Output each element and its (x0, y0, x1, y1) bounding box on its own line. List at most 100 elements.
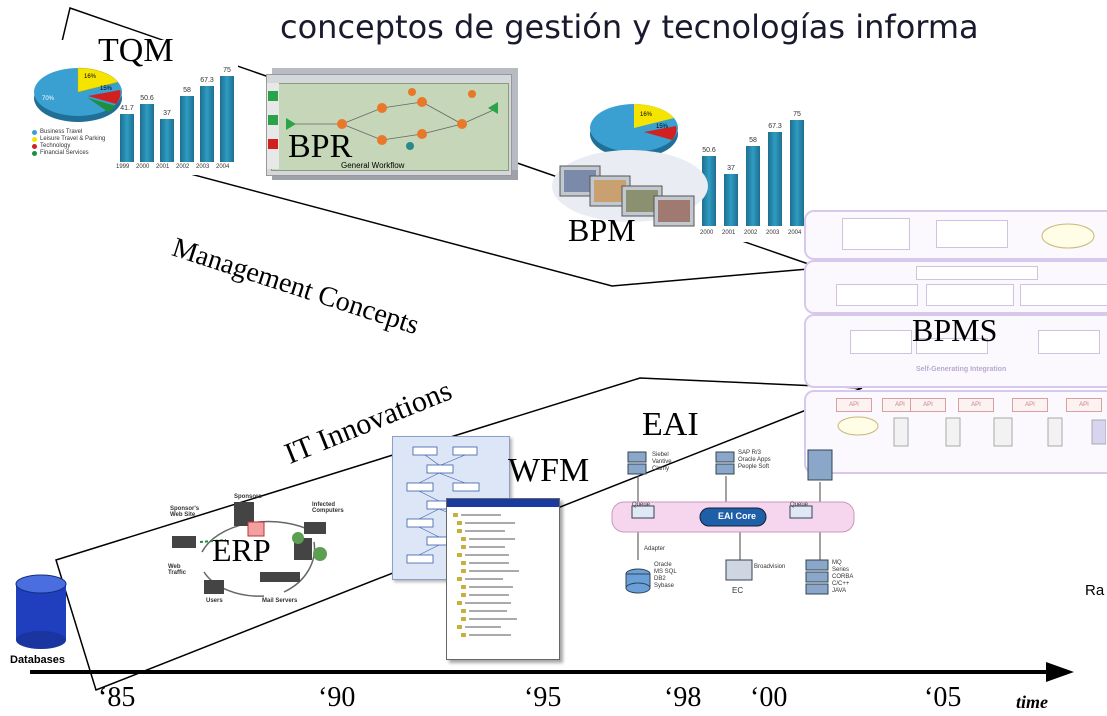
legend-item: Financial Services (40, 150, 89, 156)
legend-dot (32, 129, 37, 135)
tqm-legend: Business Travel Leisure Travel & Parking… (32, 128, 105, 157)
bar (180, 96, 194, 162)
right-fragment: Ra (1085, 582, 1105, 599)
db-item: Sybase (654, 583, 675, 589)
pie-label-1: 16% (84, 74, 97, 80)
x-tick: 2003 (196, 164, 210, 170)
app-list: Siebel Vantive Clarify (652, 452, 672, 473)
pie-label-2: 15% (100, 86, 113, 92)
legend-item: Leisure Travel & Parking (40, 136, 106, 142)
x-tick: 1999 (116, 164, 130, 170)
bpr-label: BPR (288, 128, 353, 165)
app-item: Siebel (652, 452, 669, 458)
x-tick: 2001 (722, 230, 736, 236)
api-box: API (836, 398, 872, 412)
x-tick: 2004 (788, 230, 802, 236)
pie-label-1: 16% (640, 112, 653, 118)
app-item: People Soft (738, 464, 770, 470)
bar-value: 37 (727, 165, 735, 172)
legend-dot (32, 136, 37, 142)
app-item: SAP R/3 (738, 450, 761, 456)
db-item: Oracle (654, 562, 672, 568)
cloud-icon (1041, 223, 1095, 249)
mq-item: C/C++ (832, 581, 850, 587)
bpm-pie: 16% 15% (590, 104, 678, 158)
pie-label-2: 15% (656, 124, 669, 130)
app-item: Clarify (652, 466, 670, 472)
bar (220, 76, 234, 162)
bpms-architecture: Self-Generating Integration API API API … (804, 206, 1107, 588)
api-box: API (958, 398, 994, 412)
tqm-chart: 16% 15% 70% Business Travel Leisure Trav… (28, 40, 238, 175)
bar-value: 75 (223, 67, 231, 74)
wfm-tree-window (446, 498, 560, 660)
node-label: Users (206, 598, 223, 604)
bar (768, 132, 782, 226)
window-titlebar (447, 499, 559, 507)
app-item: Vantive (652, 459, 672, 465)
timeline-tick: ‘98 (664, 682, 702, 713)
interface-layer (804, 210, 1107, 260)
erp-diagram: Sponsor's Web Site Sponsors Infected Com… (164, 492, 364, 610)
layer-box (916, 266, 1038, 280)
legend-dot (32, 150, 37, 156)
layer-box (916, 338, 988, 354)
bar-value: 50.6 (140, 95, 154, 102)
layer-box (1020, 284, 1107, 306)
tqm-label: TQM (98, 32, 174, 69)
legend-item: Technology (40, 143, 71, 149)
bar (746, 146, 760, 226)
x-tick: 2000 (136, 164, 150, 170)
tqm-pie: 16% 15% 70% (34, 67, 122, 122)
business-rules-layer: Self-Generating Integration (804, 314, 1107, 388)
tree-list (453, 513, 519, 637)
layer-box (842, 218, 910, 250)
bar-value: 37 (163, 110, 171, 117)
api-box: API (1066, 398, 1102, 412)
x-tick: 2000 (700, 230, 714, 236)
timeline-tick: ‘95 (524, 682, 562, 713)
node-label: Infected Computers (312, 502, 344, 514)
adapter-label: Adapter (644, 546, 666, 552)
integration-caption: Self-Generating Integration (916, 366, 1007, 373)
node-label: Mail Servers (262, 598, 298, 604)
node-label: Web Traffic (168, 564, 187, 576)
bpr-workflow: General Workflow (266, 74, 512, 176)
queue-label: Queue (790, 502, 809, 508)
legend-item: Business Travel (40, 129, 83, 135)
timeline-tick: ‘05 (924, 682, 962, 713)
flowchart-graph (406, 446, 480, 564)
x-tick: 2001 (156, 164, 170, 170)
process-layer (804, 260, 1107, 314)
page-title: conceptos de gestión y tecnologías infor… (280, 8, 979, 46)
db-item: DB2 (654, 576, 666, 582)
timeline-axis (30, 662, 1074, 682)
bar (140, 104, 154, 162)
network-graph (172, 502, 327, 597)
bar-value: 58 (183, 87, 191, 94)
bpm-label: BPM (568, 212, 636, 248)
pie-label-3: 70% (42, 96, 55, 102)
bar-value: 50.6 (702, 147, 716, 154)
broadvision-label: Broadvision (754, 564, 786, 570)
db-list: Oracle MS SQL DB2 Sybase (654, 562, 677, 590)
bar-value: 67.3 (200, 77, 214, 84)
integration-layer: API API API API API API (804, 390, 1107, 474)
workflow-toolbar (267, 83, 279, 169)
bar-value: 58 (749, 137, 757, 144)
arrow-head-icon (1046, 662, 1074, 682)
eai-label: EAI (642, 406, 699, 443)
queue-label: Queue (632, 502, 651, 508)
x-tick: 2003 (766, 230, 780, 236)
api-box: API (1012, 398, 1048, 412)
monitors-icon (552, 150, 708, 227)
bar (724, 174, 738, 226)
bar (790, 120, 804, 226)
databases-label: Databases (10, 654, 66, 666)
x-tick: 2002 (176, 164, 190, 170)
tqm-bars: 41.7 50.6 37 58 67.3 75 (120, 60, 240, 162)
servers-icon (837, 416, 1106, 447)
layer-box (836, 284, 918, 306)
x-tick: 2004 (216, 164, 230, 170)
layer-box (936, 220, 1008, 248)
